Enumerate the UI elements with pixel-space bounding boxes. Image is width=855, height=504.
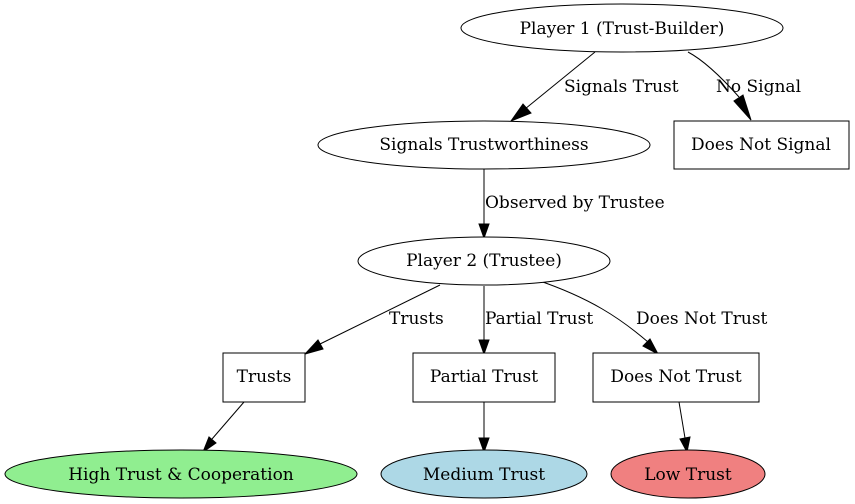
edge-partial-outcome — [478, 402, 490, 454]
node-player-1-label: Player 1 (Trust-Builder) — [520, 19, 725, 39]
node-low-trust: Low Trust — [610, 449, 766, 499]
edge-no-signal — [687, 51, 752, 121]
edge-trusts — [303, 284, 441, 355]
edge-signals-trust — [509, 51, 596, 123]
edge-does-not-trust — [536, 279, 660, 356]
node-player-2-shape — [357, 236, 611, 286]
node-trusts: Trusts — [222, 352, 306, 403]
node-does-not-signal-label: Does Not Signal — [691, 135, 831, 155]
edge-label-does-not-trust: Does Not Trust — [636, 309, 768, 329]
node-player-1-shape — [460, 3, 784, 53]
edge-trusts-outcome — [201, 401, 245, 454]
node-high-trust-label: High Trust & Cooperation — [68, 465, 294, 485]
node-trusts-shape — [222, 352, 306, 403]
edge-observed — [478, 169, 490, 240]
edge-label-trusts: Trusts — [389, 309, 444, 329]
node-medium-trust-shape — [380, 449, 588, 499]
node-signals-trustworthiness: Signals Trustworthiness — [317, 120, 651, 170]
node-partial-trust-shape — [412, 352, 556, 403]
node-high-trust: High Trust & Cooperation — [4, 449, 358, 499]
node-player-1: Player 1 (Trust-Builder) — [460, 3, 784, 53]
edge-not-trust-outcome — [678, 401, 691, 454]
edge-label-signals-trust: Signals Trust — [564, 77, 679, 97]
node-trusts-label: Trusts — [237, 367, 292, 387]
node-high-trust-shape — [4, 449, 358, 499]
node-player-2: Player 2 (Trustee) — [357, 236, 611, 286]
edge-label-partial-trust: Partial Trust — [485, 309, 593, 329]
node-does-not-trust-shape — [592, 352, 760, 403]
edge-label-observed: Observed by Trustee — [485, 193, 665, 213]
node-low-trust-shape — [610, 449, 766, 499]
node-signals-label: Signals Trustworthiness — [379, 135, 588, 155]
node-medium-trust: Medium Trust — [380, 449, 588, 499]
node-medium-trust-label: Medium Trust — [423, 465, 545, 485]
edge-label-no-signal: No Signal — [716, 77, 801, 97]
edge-partial-trust — [478, 286, 490, 356]
node-does-not-signal-shape — [673, 120, 850, 170]
node-does-not-trust-label: Does Not Trust — [610, 367, 742, 387]
node-player-2-label: Player 2 (Trustee) — [406, 251, 562, 271]
node-partial-trust-label: Partial Trust — [430, 367, 538, 387]
node-low-trust-label: Low Trust — [644, 465, 732, 485]
node-partial-trust: Partial Trust — [412, 352, 556, 403]
node-does-not-trust: Does Not Trust — [592, 352, 760, 403]
node-signals-shape — [317, 120, 651, 170]
node-does-not-signal: Does Not Signal — [673, 120, 850, 170]
